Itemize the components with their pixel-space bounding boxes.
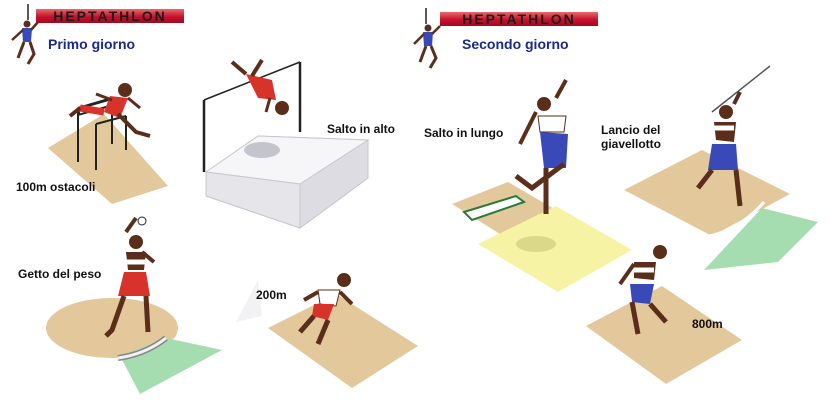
day-two-title: Secondo giorno (462, 36, 569, 52)
label-high-jump: Salto in alto (327, 122, 396, 136)
sprint-track (268, 294, 418, 388)
high-jump-mat (204, 135, 370, 229)
heptathlon-banner: HEPTATHLON (36, 8, 184, 24)
high-jumper-athlete-icon (230, 58, 289, 115)
label-sprint: 200m (256, 288, 287, 302)
sprinter-athlete-icon (298, 273, 354, 345)
long-jump-board (462, 194, 527, 222)
javelin-icon (711, 65, 771, 113)
javelin-runway (624, 150, 790, 236)
logo-athlete-icon (11, 4, 39, 65)
javelin-thrower-athlete-icon (696, 91, 743, 207)
label-javelin-line2: giavellotto (601, 137, 662, 151)
run800-athlete-icon (618, 245, 668, 335)
shot-putter-athlete-icon (104, 216, 156, 338)
long-jump-sandpit (478, 206, 632, 292)
day-one-title: Primo giorno (48, 36, 136, 52)
logo-athlete-icon-2 (413, 8, 441, 69)
javelin-sector (704, 208, 818, 270)
label-hurdles: 100m ostacoli (16, 180, 96, 194)
label-800m: 800m (692, 317, 723, 331)
heptathlon-banner-2: HEPTATHLON (440, 11, 598, 27)
hurdler-athlete-icon (68, 83, 151, 138)
run800-track (586, 286, 742, 384)
label-long-jump: Salto in lungo (424, 126, 504, 140)
long-jumper-athlete-icon (514, 79, 568, 214)
label-javelin-line1: Lancio del (601, 123, 661, 137)
label-shot-put: Getto del peso (18, 267, 102, 281)
sprint-starting-block (236, 280, 262, 322)
